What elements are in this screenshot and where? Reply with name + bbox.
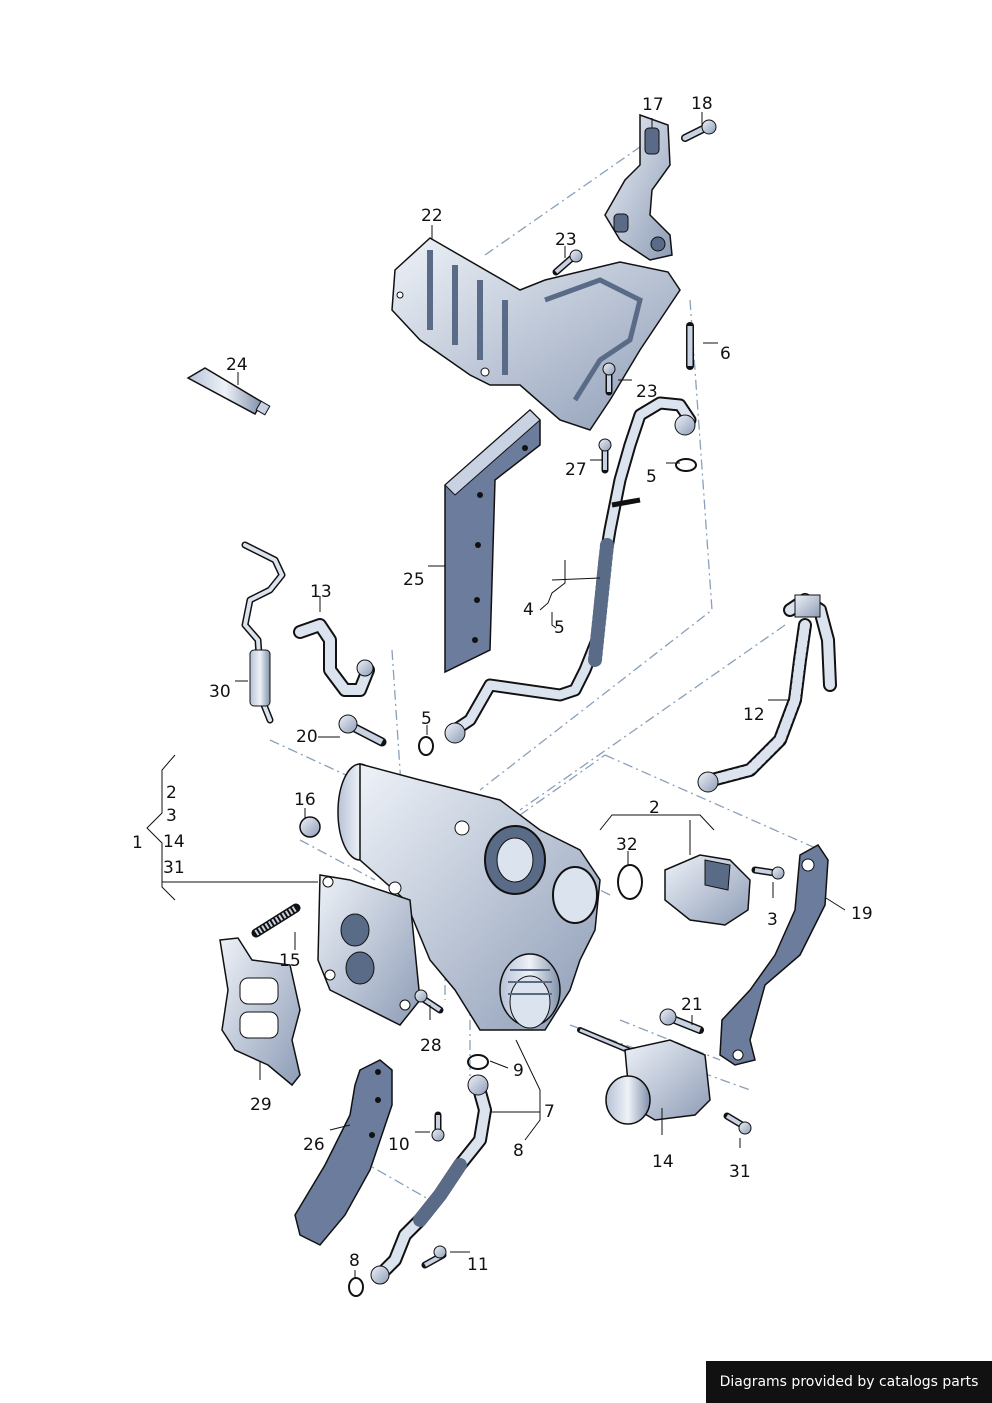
- callout-25[interactable]: 25: [403, 570, 425, 590]
- callout-20[interactable]: 20: [296, 727, 318, 747]
- o-ring-32: [617, 864, 643, 900]
- callout-30[interactable]: 30: [209, 682, 231, 702]
- bolt-28: [414, 989, 444, 1014]
- nut-16: [299, 816, 321, 838]
- callout-31-bottom[interactable]: 31: [729, 1162, 751, 1182]
- water-hose-12: [697, 593, 837, 793]
- callout-11[interactable]: 11: [467, 1255, 489, 1275]
- seal-ring-5a: [675, 458, 697, 472]
- callout-3-right[interactable]: 3: [767, 910, 778, 930]
- bracket-17: [604, 113, 673, 261]
- callout-14-bottom[interactable]: 14: [652, 1152, 674, 1172]
- wastegate-actuator-14: [577, 1027, 711, 1125]
- seal-ring-8: [348, 1277, 364, 1297]
- leader-lines: [146, 112, 846, 1278]
- callout-32[interactable]: 32: [616, 835, 638, 855]
- callout-29[interactable]: 29: [250, 1095, 272, 1115]
- callout-5-top[interactable]: 5: [646, 467, 657, 487]
- bolt-23b: [602, 362, 616, 396]
- callout-19[interactable]: 19: [851, 904, 873, 924]
- callout-23-top[interactable]: 23: [555, 230, 577, 250]
- callout-6[interactable]: 6: [720, 344, 731, 364]
- callout-16[interactable]: 16: [294, 790, 316, 810]
- pipe-13: [293, 618, 375, 697]
- callout-26[interactable]: 26: [303, 1135, 325, 1155]
- callout-5-mid[interactable]: 5: [554, 618, 565, 638]
- bracket-19: [719, 844, 829, 1066]
- turbocharger-1: [317, 763, 601, 1031]
- callout-13[interactable]: 13: [310, 582, 332, 602]
- callout-14-left[interactable]: 14: [163, 832, 185, 852]
- oil-line-4: [448, 396, 697, 737]
- heat-plate-25: [444, 408, 541, 674]
- callout-21[interactable]: 21: [681, 995, 703, 1015]
- callout-1[interactable]: 1: [132, 833, 143, 853]
- banjo-fitting-bottom: [444, 722, 466, 744]
- callout-12[interactable]: 12: [743, 705, 765, 725]
- callout-8-right[interactable]: 8: [513, 1141, 524, 1161]
- callout-8-bottom[interactable]: 8: [349, 1251, 360, 1271]
- callout-2-right[interactable]: 2: [649, 798, 660, 818]
- lambda-probe-30: [241, 541, 286, 724]
- callout-7[interactable]: 7: [544, 1102, 555, 1122]
- bolt-21: [659, 1008, 704, 1034]
- callout-2-left[interactable]: 2: [166, 783, 177, 803]
- heat-plate-26: [294, 1059, 393, 1246]
- callout-31-left[interactable]: 31: [163, 858, 185, 878]
- callout-28[interactable]: 28: [420, 1036, 442, 1056]
- callout-10[interactable]: 10: [388, 1135, 410, 1155]
- callout-22[interactable]: 22: [421, 206, 443, 226]
- stud-15: [251, 903, 301, 938]
- callout-24[interactable]: 24: [226, 355, 248, 375]
- bolt-27: [598, 438, 612, 474]
- bolt-20: [338, 714, 387, 747]
- banjo-fitting-top: [674, 414, 696, 436]
- oil-return-pipe-7: [370, 1074, 492, 1285]
- sealant-tube-24: [186, 367, 271, 416]
- air-recirculation-valve-2: [664, 854, 751, 926]
- bolt-31: [723, 1112, 752, 1135]
- bolt-10: [431, 1111, 445, 1142]
- callout-5-bottom[interactable]: 5: [421, 709, 432, 729]
- bolt-23a: [552, 249, 583, 276]
- callout-4[interactable]: 4: [523, 600, 534, 620]
- callout-15[interactable]: 15: [279, 951, 301, 971]
- gasket-29: [219, 937, 301, 1087]
- bolt-3: [751, 866, 785, 880]
- callout-3-left[interactable]: 3: [166, 806, 177, 826]
- callout-23-bottom[interactable]: 23: [636, 382, 658, 402]
- bolt-11: [421, 1245, 447, 1269]
- callout-17[interactable]: 17: [642, 95, 664, 115]
- seal-ring-5c: [418, 736, 434, 756]
- callout-18[interactable]: 18: [691, 94, 713, 114]
- credit-banner: Diagrams provided by catalogs parts: [706, 1361, 992, 1403]
- bolt-18: [681, 119, 717, 142]
- callout-9[interactable]: 9: [513, 1061, 524, 1081]
- seal-ring-9: [467, 1054, 489, 1070]
- callout-27[interactable]: 27: [565, 460, 587, 480]
